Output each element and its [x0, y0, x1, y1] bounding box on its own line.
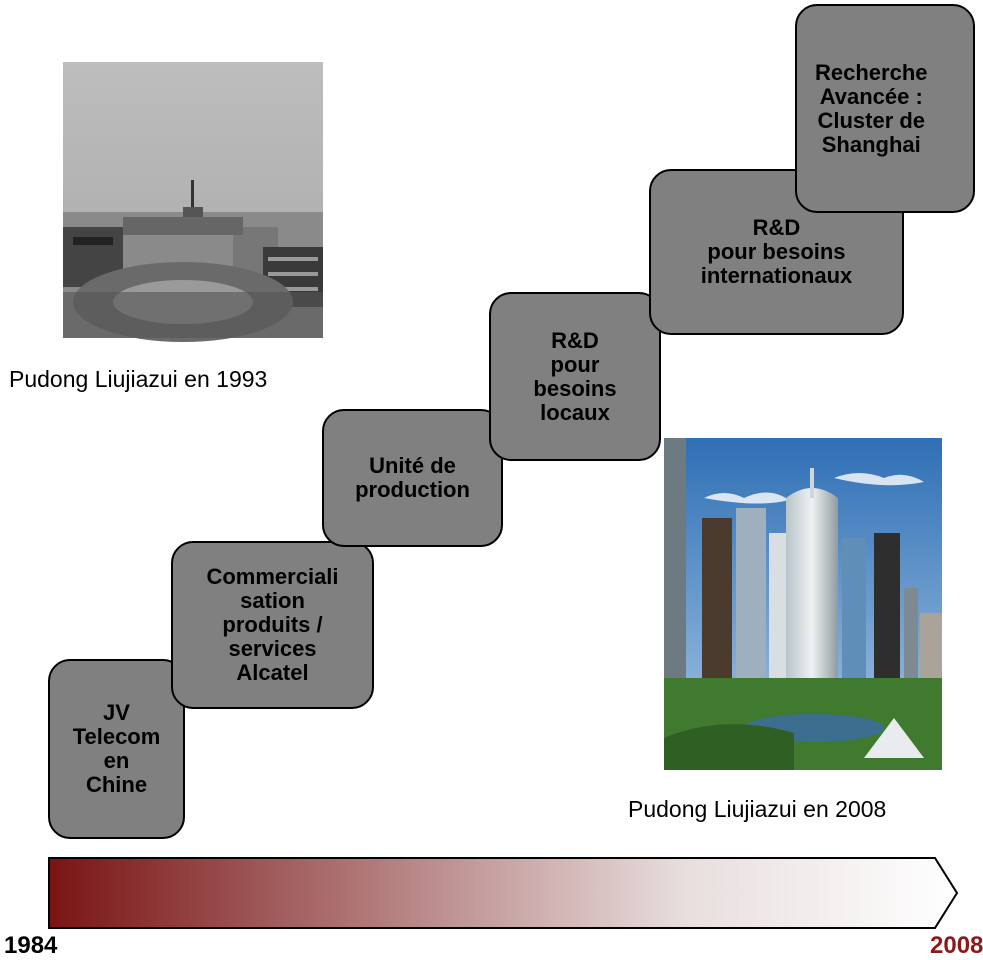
step-recherche-avancee: Recherche Avancée : Cluster de Shanghai: [795, 4, 975, 213]
step-rd-locaux: R&D pour besoins locaux: [489, 292, 661, 461]
photo-2008-caption: Pudong Liujiazui en 2008: [628, 796, 887, 822]
pudong-2008-photo: [664, 438, 942, 770]
step-commercialisation: Commerciali sation produits / services A…: [171, 541, 374, 709]
end-year-label: 2008: [930, 932, 983, 959]
timeline-diagram: Pudong Liujiazui en 1993: [4, 4, 983, 959]
photo-1993-caption: Pudong Liujiazui en 1993: [9, 366, 268, 392]
pudong-1993-photo: [63, 62, 323, 342]
start-year-label: 1984: [4, 932, 58, 959]
timeline-arrow: [47, 856, 959, 930]
step-jv-telecom: JV Telecom en Chine: [48, 659, 185, 839]
step-unite-production: Unité de production: [322, 409, 503, 547]
